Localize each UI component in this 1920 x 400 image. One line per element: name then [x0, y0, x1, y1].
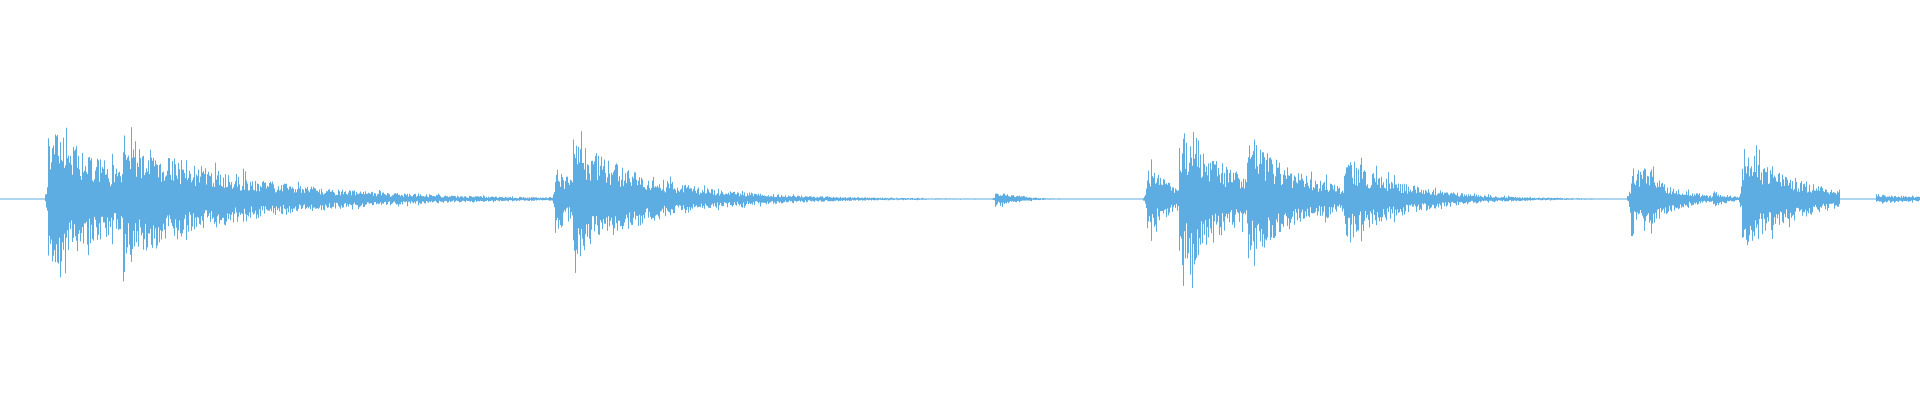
- waveform-sample-strokes: [45, 127, 1920, 288]
- waveform-samples: [45, 127, 1920, 288]
